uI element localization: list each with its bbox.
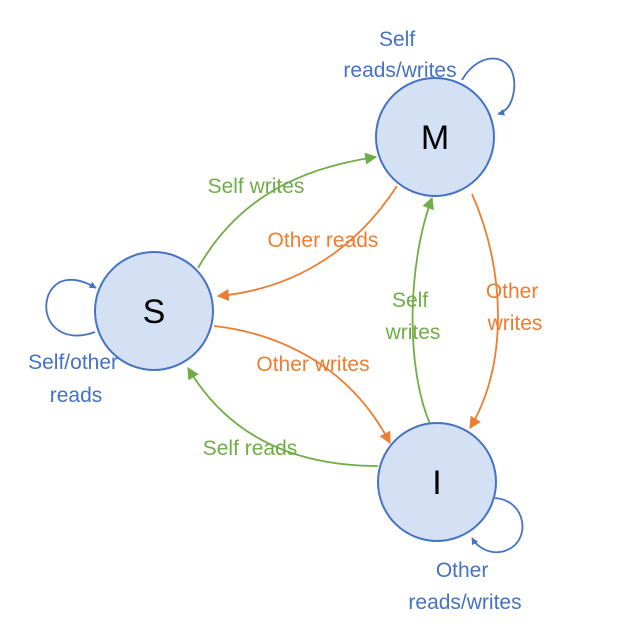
s-self-loop-edge	[45, 278, 97, 337]
m-loop-label: Self reads/writes	[343, 28, 456, 82]
state-s-label: S	[143, 293, 166, 331]
state-m: M	[375, 77, 495, 197]
s-to-i-edge	[213, 325, 391, 445]
m-to-s-label: Other reads	[268, 229, 379, 252]
m-to-s-edge	[216, 185, 398, 302]
s-to-i-label: Other writes	[256, 353, 369, 376]
m-to-i-label: Other writes	[486, 280, 544, 335]
m-self-loop-edge	[461, 57, 515, 116]
s-to-m-label: Self writes	[208, 175, 305, 198]
i-self-loop-edge	[471, 497, 524, 554]
state-m-label: M	[421, 119, 449, 157]
i-to-m-label: Self writes	[385, 289, 441, 344]
s-loop-label: Self/other reads	[28, 351, 124, 407]
i-to-s-edge	[187, 366, 379, 467]
state-i-label: I	[432, 464, 441, 502]
m-to-i-edge	[469, 193, 499, 430]
i-loop-label: Other reads/writes	[408, 559, 521, 614]
state-s: S	[94, 251, 214, 371]
i-to-s-label: Self reads	[203, 437, 298, 460]
s-to-m-edge	[197, 152, 378, 269]
state-i: I	[377, 422, 497, 542]
i-to-m-edge	[411, 196, 434, 425]
